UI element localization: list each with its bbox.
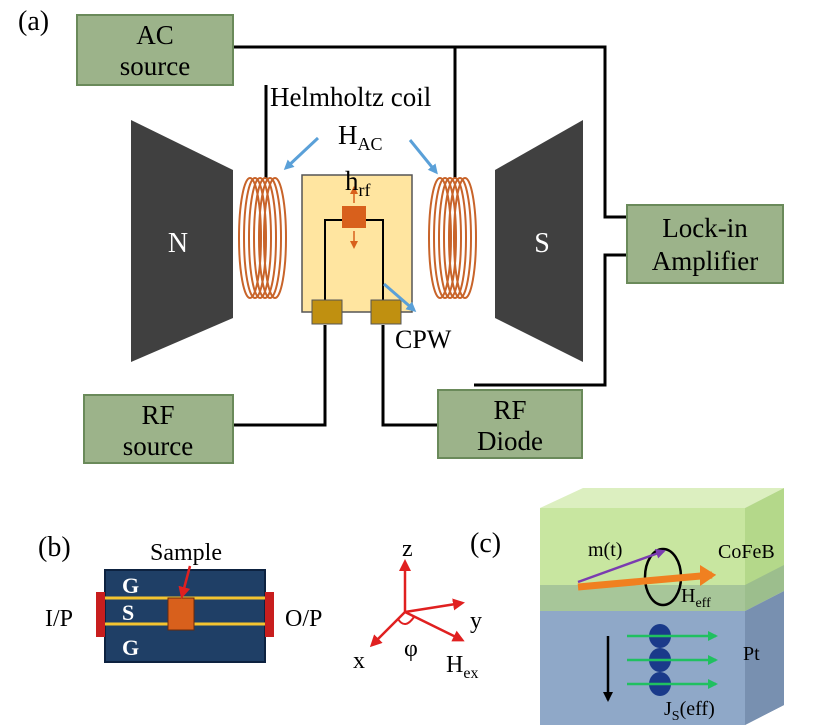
wiring xyxy=(233,45,627,427)
bilayer-stack xyxy=(540,488,784,725)
axis-y-arrow xyxy=(404,598,465,614)
phi-label: φ xyxy=(404,636,418,662)
magnet-south: S xyxy=(495,120,583,362)
panel-c-label: (c) xyxy=(470,528,501,559)
magnetization-arrow xyxy=(577,549,666,584)
axis-z-label: z xyxy=(402,536,413,562)
ac-source-box: AC source xyxy=(76,14,234,86)
panel-b: (b) G S G Sample I/P O/P z y x φ Hex xyxy=(38,532,482,682)
cpw-pad-left xyxy=(311,299,343,325)
lockin-box: Lock-in Amplifier xyxy=(626,204,784,284)
pt-label: Pt xyxy=(743,643,760,665)
rf-diode-label-1: RF xyxy=(493,395,526,425)
panel-a: (a) AC source Lock-in Amplifier RF sourc… xyxy=(18,6,784,464)
helmholtz-coil-right xyxy=(428,177,477,299)
rf-source-box: RF source xyxy=(83,394,234,464)
magnet-north: N xyxy=(131,120,233,362)
hex-arrow xyxy=(404,610,465,642)
wire-diode-to-cpw xyxy=(381,325,438,427)
wire-rfsource-to-cpw xyxy=(233,325,327,427)
axis-x-label: x xyxy=(353,648,365,674)
ac-source-label-2: source xyxy=(120,51,190,81)
rf-diode-box: RF Diode xyxy=(437,389,583,459)
axis-y-label: y xyxy=(470,608,482,634)
cofeb-layer-side xyxy=(745,488,784,611)
cofeb-top-face xyxy=(540,488,784,508)
panel-c: (c) CoFeB Pt m(t) Heff xyxy=(470,488,784,725)
wire-lockin-to-diode xyxy=(474,253,627,387)
magnet-s-label: S xyxy=(534,228,550,259)
cpw-pad-right xyxy=(370,299,402,325)
axis-x-arrow xyxy=(369,611,406,648)
heff-label: Heff xyxy=(681,585,711,611)
input-label: I/P xyxy=(45,606,73,632)
ac-source-label-1: AC xyxy=(136,20,174,50)
cpw-board xyxy=(301,174,413,325)
arrow-to-left-coil xyxy=(283,136,320,171)
rf-source-label-1: RF xyxy=(141,400,174,430)
rf-source-label-2: source xyxy=(123,431,193,461)
helmholtz-label: Helmholtz coil xyxy=(270,82,431,112)
panel-b-label: (b) xyxy=(38,532,71,563)
arrow-to-right-coil xyxy=(408,139,438,175)
lockin-label-2: Amplifier xyxy=(652,246,758,276)
hrf-label: hrf xyxy=(345,166,371,200)
cofeb-label: CoFeB xyxy=(718,541,775,563)
rf-diode-label-2: Diode xyxy=(477,426,543,456)
s-label: S xyxy=(122,600,134,625)
lockin-label-1: Lock-in xyxy=(662,213,748,243)
output-label: O/P xyxy=(285,606,322,632)
sample-pointer-arrow xyxy=(178,565,192,599)
hac-label: HAC xyxy=(338,120,383,154)
wire-ac-to-lockin xyxy=(233,45,627,219)
phi-arc xyxy=(397,616,415,625)
sample-square xyxy=(167,597,195,631)
spin-accumulation xyxy=(627,624,718,696)
heff-arrow xyxy=(577,571,716,591)
sample-label: Sample xyxy=(150,540,222,566)
js-label: JS(eff) xyxy=(664,698,715,724)
arrow-to-cpw xyxy=(383,282,417,312)
cpw-sample xyxy=(342,206,366,228)
g-bottom-label: G xyxy=(122,635,139,660)
output-port xyxy=(265,592,274,637)
cpw-label: CPW xyxy=(395,325,452,354)
hex-label: Hex xyxy=(446,652,478,682)
helmholtz-coil-left xyxy=(238,177,287,299)
magnet-n-label: N xyxy=(168,228,188,259)
coordinate-axes xyxy=(369,559,465,648)
input-port xyxy=(96,592,105,637)
panel-a-label: (a) xyxy=(18,6,49,37)
g-top-label: G xyxy=(122,573,139,598)
mt-label: m(t) xyxy=(588,539,622,561)
